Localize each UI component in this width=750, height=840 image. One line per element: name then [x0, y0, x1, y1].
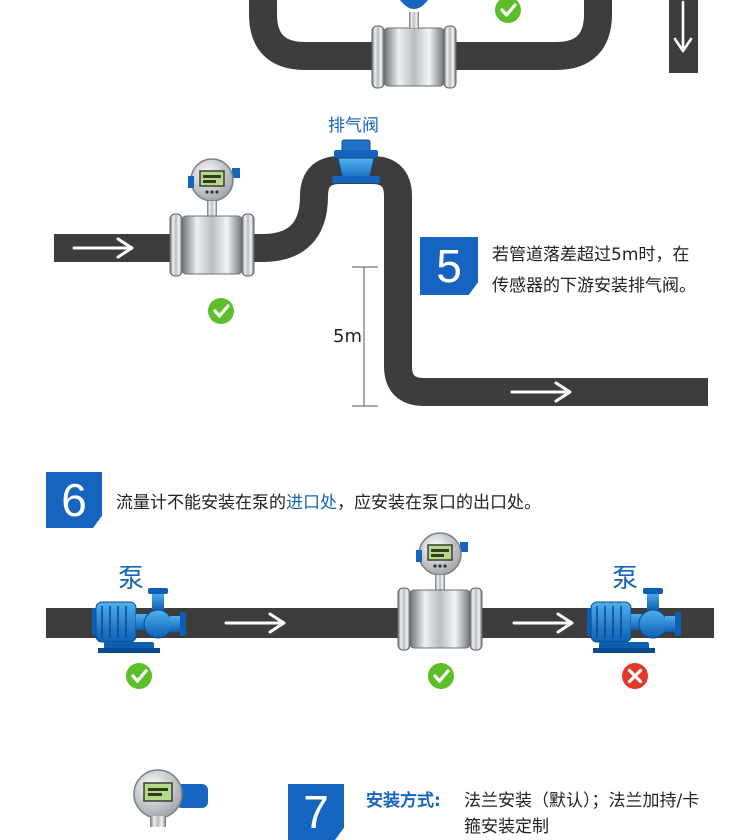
top-arrow-down-icon — [669, 0, 698, 73]
section7-flowmeter-icon — [133, 769, 208, 827]
pump-right-label: 泵 — [612, 564, 639, 594]
step-6-text: 流量计不能安装在泵的进口处，应安装在泵口的出口处。 — [116, 488, 541, 513]
section6-flowmeter-icon — [397, 532, 483, 651]
step-5-text-line2: 传感器的下游安装排气阀。 — [492, 276, 696, 296]
step-6-text-after: ，应安装在泵口的出口处。 — [337, 493, 541, 513]
step-5-text-line1: 若管道落差超过5m时，在 — [492, 245, 690, 265]
section5-pipe — [54, 156, 708, 406]
height-dimension — [352, 266, 378, 407]
pump-right-cross-icon — [620, 661, 650, 691]
step-7-label: 安装方式: — [366, 791, 441, 811]
step-6-text-highlight: 进口处 — [286, 493, 337, 513]
step-7-text-line1: 法兰安装（默认）；法兰加持/卡 — [464, 791, 700, 811]
section5-check-icon — [206, 296, 236, 326]
pump-left-label: 泵 — [118, 564, 145, 594]
step-7-badge: 7 — [288, 784, 344, 840]
top-flowmeter-icon — [371, 0, 457, 89]
meter-check-icon — [426, 661, 456, 691]
step-6-badge: 6 — [46, 472, 102, 528]
pump-right-icon — [586, 587, 682, 654]
section5-flowmeter-icon — [169, 158, 255, 277]
step-5-badge: 5 — [420, 237, 478, 295]
step-7-text-line2: 箍安装定制 — [464, 817, 549, 837]
air-valve-label: 排气阀 — [328, 116, 379, 136]
pump-left-check-icon — [124, 661, 154, 691]
pump-left-icon — [91, 587, 187, 654]
air-valve-icon — [332, 139, 380, 184]
height-label: 5m — [333, 326, 362, 347]
top-check-icon — [493, 0, 523, 25]
step-6-text-before: 流量计不能安装在泵的 — [116, 493, 286, 513]
